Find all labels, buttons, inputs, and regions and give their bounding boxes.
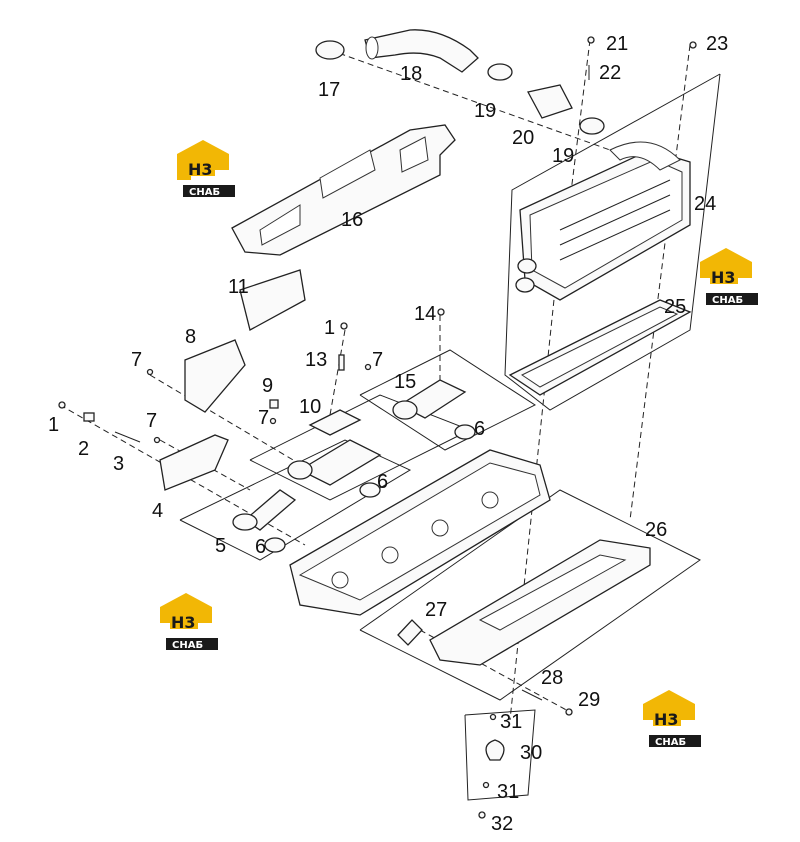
label-part-1: 1 [48,414,59,436]
label-part-18: 18 [400,63,422,85]
label-part-13: 13 [305,349,327,371]
label-part-31a: 31 [500,711,522,733]
logo-top-text: H3 [188,160,213,179]
label-part-21: 21 [606,33,628,55]
logo-top-text: H3 [654,710,679,729]
label-part-5: 5 [215,535,226,557]
logo-bottom-text: СНАБ [189,187,220,198]
label-part-30: 30 [520,742,542,764]
label-part-19a: 19 [474,100,496,122]
label-part-26: 26 [645,519,667,541]
label-part-31b: 31 [497,781,519,803]
aftercooler-core-24 [515,141,691,301]
logo-top-text: H3 [171,613,196,632]
logo-bottom-text: СНАБ [712,295,743,306]
label-part-25: 25 [664,296,686,318]
label-part-6b: 6 [377,471,388,493]
logo-top-text: H3 [711,268,736,287]
label-part-1b: 1 [324,317,335,339]
label-part-11: 11 [228,276,249,298]
brand-logo-2: H3 СНАБ [700,248,758,306]
exhaust-manifold-parts [159,269,505,761]
label-part-15: 15 [394,371,416,393]
aftercooler-gasket-25 [508,299,692,396]
label-part-23: 23 [706,33,728,55]
label-part-2: 2 [78,438,89,460]
brand-logo-3: H3 СНАБ [160,593,218,651]
label-part-10: 10 [299,396,321,418]
brand-logo-4: H3 СНАБ [643,690,701,748]
label-part-7c: 7 [258,407,269,429]
fasteners [58,36,697,819]
label-part-22: 22 [599,62,621,84]
heat-shield-16 [231,124,456,256]
label-part-9: 9 [262,375,273,397]
label-part-7d: 7 [372,349,383,371]
cylinder-head [289,449,551,616]
label-part-28: 28 [541,667,563,689]
label-part-16: 16 [341,209,363,231]
logo-bottom-text: СНАБ [172,640,203,651]
aftercooler-housing-26 [429,539,651,666]
part-number-labels: 1 2 3 4 5 6 6 6 7 7 7 7 8 9 10 11 1 13 1… [48,33,728,835]
label-part-7a: 7 [131,349,142,371]
label-part-29: 29 [578,689,600,711]
label-part-17: 17 [318,79,340,101]
label-part-24: 24 [694,193,716,215]
label-part-20: 20 [512,127,534,149]
intake-pipe-group [315,29,605,135]
label-part-7b: 7 [146,410,157,432]
label-part-27: 27 [425,599,447,621]
label-part-4: 4 [152,500,163,522]
label-part-6a: 6 [255,536,266,558]
label-part-8: 8 [185,326,196,348]
label-part-6c: 6 [474,418,485,440]
label-part-14: 14 [414,303,436,325]
label-part-19b: 19 [552,145,574,167]
logo-bottom-text: СНАБ [655,737,686,748]
label-part-3: 3 [113,453,124,475]
label-part-32: 32 [491,813,513,835]
brand-logo-1: H3 СНАБ [177,140,235,198]
